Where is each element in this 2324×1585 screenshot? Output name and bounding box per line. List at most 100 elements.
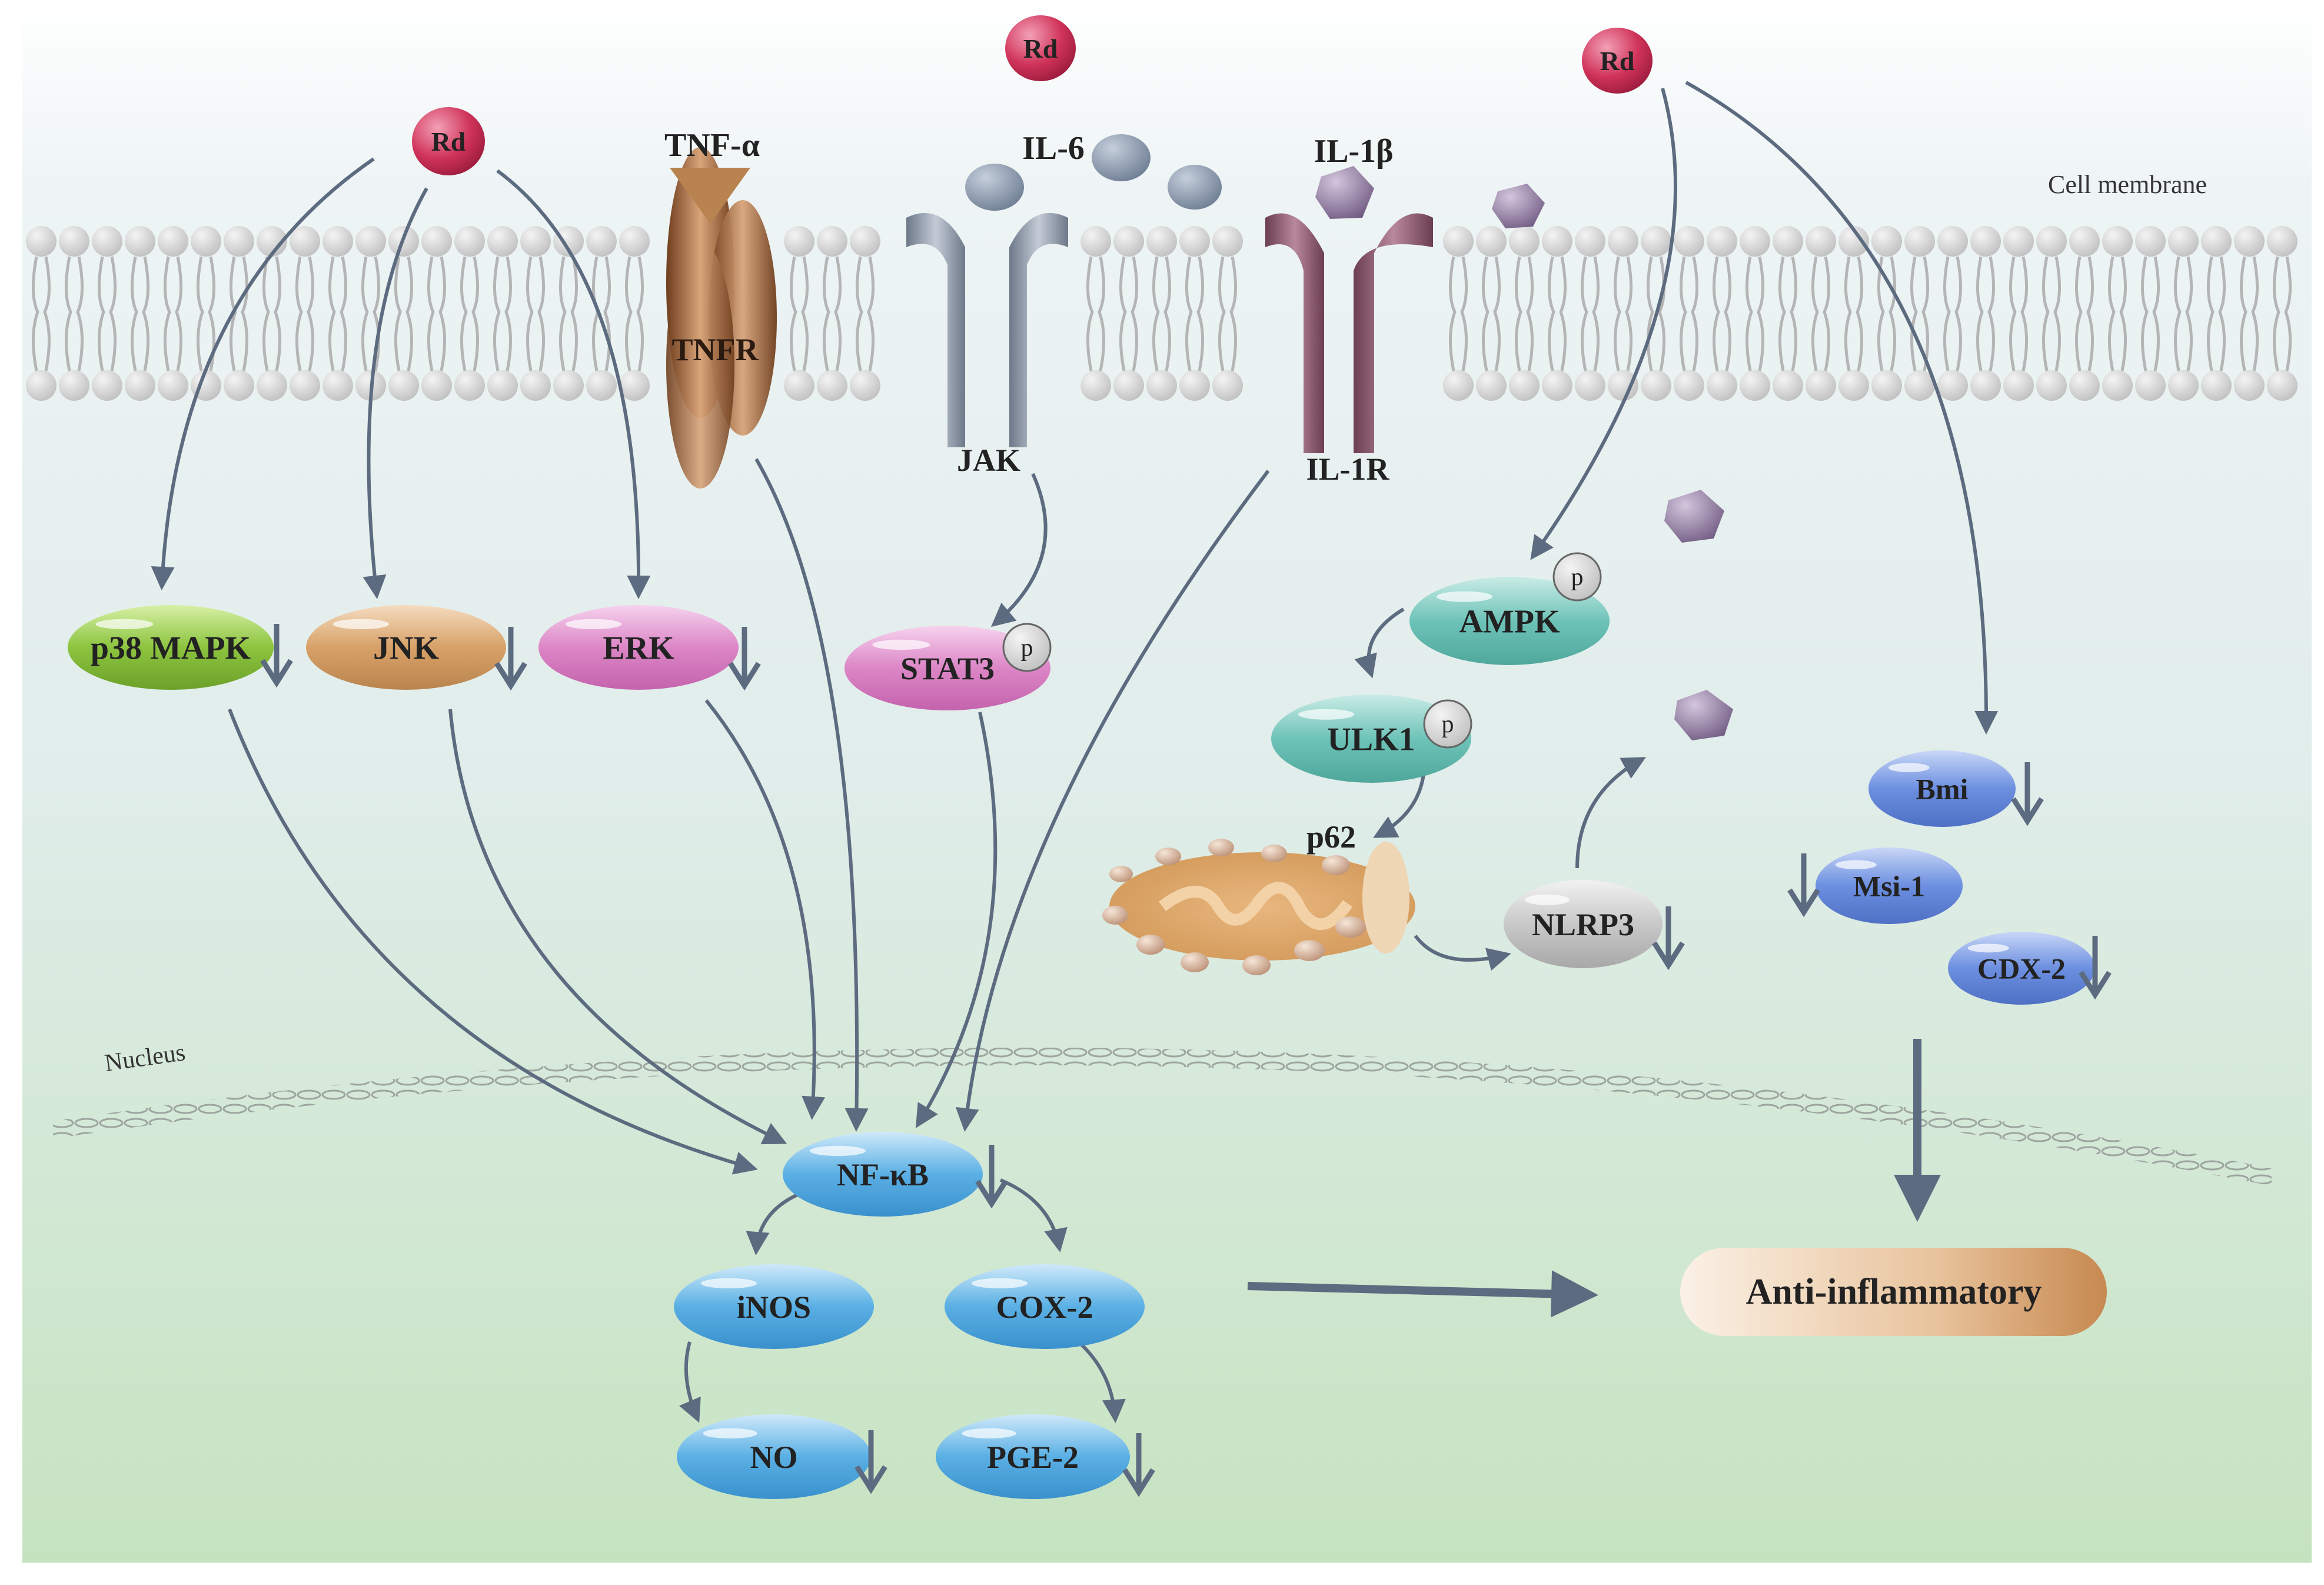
- ulk1-node: ULK1 p: [1271, 695, 1472, 783]
- arrow-jnk-nfkb: [448, 709, 787, 1145]
- il6-ligand: [1092, 134, 1151, 181]
- phospho-label: p: [1021, 634, 1033, 662]
- nlrp3-node: NLRP3: [1504, 880, 1685, 971]
- downregulation-arrow-icon: [728, 627, 761, 691]
- p62-label: p62: [1306, 819, 1356, 855]
- arrow-ampk-ulk1: [1354, 607, 1405, 679]
- nlrp3-label: NLRP3: [1532, 907, 1634, 942]
- downregulation-arrow-icon: [855, 1430, 887, 1494]
- cdx2-label: CDX-2: [1977, 952, 2066, 985]
- nfkb-label: NF-κB: [837, 1157, 929, 1192]
- tnf-alpha-ligand: [670, 168, 750, 224]
- arrow-jak-stat3: [990, 473, 1048, 627]
- downregulation-arrow-icon: [1122, 1433, 1155, 1497]
- no-label: NO: [750, 1440, 798, 1475]
- arrow-rd-bmi: [1685, 81, 1999, 735]
- jnk-label: JNK: [373, 630, 439, 667]
- tnfr-label: TNFR: [672, 332, 759, 367]
- mitochondrion-autophagy: [1102, 839, 1415, 975]
- arrow-stat3-nfkb: [915, 712, 998, 1128]
- msi1-node: Msi-1: [1787, 848, 1963, 924]
- jnk-node: JNK: [306, 605, 527, 691]
- erk-label: ERK: [603, 630, 674, 667]
- phospho-label: p: [1442, 711, 1454, 738]
- downregulation-arrow-icon: [1652, 906, 1685, 971]
- jak-label: JAK: [957, 443, 1020, 478]
- tnfr-receptor: [666, 147, 777, 489]
- il1b-ligand: [1492, 184, 1545, 228]
- il1b-top-label: IL-1β: [1314, 133, 1393, 170]
- arrow-nfkb-cox2: [999, 1178, 1068, 1252]
- ampk-label: AMPK: [1459, 604, 1560, 640]
- bmi-label: Bmi: [1916, 773, 1969, 806]
- inos-label: iNOS: [737, 1290, 811, 1325]
- downregulation-arrow-icon: [494, 627, 527, 691]
- erk-node: ERK: [538, 605, 761, 691]
- rd-1-label: Rd: [431, 127, 466, 157]
- stat3-label: STAT3: [900, 651, 995, 686]
- phospho-badge: p: [1552, 552, 1602, 602]
- p38-mapk-node: p38 MAPK: [68, 605, 293, 690]
- il1b-free-ligand: [1664, 490, 1724, 543]
- downregulation-arrow-icon: [2011, 762, 2044, 826]
- il6-receptor-jak: [906, 134, 1222, 447]
- il6-ligand: [965, 164, 1024, 211]
- inos-node: iNOS: [674, 1264, 874, 1349]
- rd-compound-1: Rd: [412, 107, 485, 175]
- il1r-receptor: [1265, 166, 1545, 453]
- arrow-tnfr-nfkb: [754, 458, 869, 1132]
- arrow-rd-jnk: [363, 187, 428, 599]
- arrow-ulk1-p62: [1372, 767, 1426, 838]
- arrow-nfkb-inos: [746, 1193, 799, 1255]
- il1r-label: IL-1R: [1306, 451, 1389, 487]
- msi1-label: Msi-1: [1853, 870, 1925, 903]
- cox2-label: COX-2: [996, 1290, 1093, 1325]
- no-node: NO: [677, 1414, 887, 1499]
- phospho-badge: p: [1423, 699, 1472, 749]
- phospho-badge: p: [1002, 623, 1052, 672]
- cox2-node: COX-2: [945, 1264, 1145, 1349]
- downregulation-arrow-icon: [2079, 936, 2112, 1000]
- phagophore: [1362, 842, 1409, 953]
- rd-3-label: Rd: [1600, 46, 1635, 76]
- phospho-label: p: [1571, 564, 1584, 591]
- anti-inflammatory-outcome: Anti-inflammatory: [1680, 1248, 2107, 1336]
- stat3-node: STAT3 p: [845, 623, 1052, 710]
- arrow-il1r-nfkb: [955, 470, 1270, 1132]
- cdx2-node: CDX-2: [1948, 932, 2112, 1005]
- arrow-nlrp3-il1b: [1575, 757, 1647, 869]
- arrow-mediators-anti-inflammatory: [1247, 1270, 1598, 1318]
- rd-compound-2: Rd: [1005, 15, 1076, 81]
- arrow-mito-nlrp3: [1414, 935, 1511, 971]
- il1b-released-ligand: [1674, 690, 1733, 740]
- arrow-erk-nfkb: [704, 699, 826, 1120]
- downregulation-arrow-icon: [975, 1145, 1008, 1209]
- ulk1-label: ULK1: [1327, 722, 1415, 758]
- rd-2-label: Rd: [1023, 34, 1058, 64]
- ampk-node: AMPK p: [1409, 552, 1610, 665]
- anti-inflammatory-label: Anti-inflammatory: [1746, 1272, 2042, 1312]
- cell-membrane-label: Cell membrane: [2048, 170, 2207, 199]
- il6-ligand: [1168, 165, 1222, 210]
- pathway-arrows: [151, 81, 1999, 1423]
- arrow-rd-erk: [496, 169, 651, 599]
- downregulation-arrow-icon: [1787, 853, 1820, 918]
- downregulation-arrow-icon: [260, 624, 293, 688]
- p38-mapk-label: p38 MAPK: [91, 630, 251, 667]
- pge2-node: PGE-2: [936, 1414, 1155, 1499]
- nfkb-node: NF-κB: [783, 1132, 1008, 1217]
- pge2-label: PGE-2: [987, 1440, 1079, 1475]
- tnf-alpha-label: TNF-α: [664, 127, 760, 164]
- arrow-cox2-pge2: [1080, 1343, 1126, 1423]
- arrow-inos-no: [679, 1341, 701, 1423]
- cell-membrane: [26, 226, 2298, 401]
- arrow-rd-p38: [151, 157, 375, 590]
- il1b-ligand: [1315, 166, 1374, 219]
- arrow-rd-ampk: [1530, 88, 1678, 560]
- il6-label: IL-6: [1022, 130, 1085, 167]
- arrow-p38-nfkb: [228, 708, 758, 1175]
- bmi-node: Bmi: [1868, 750, 2044, 827]
- rd-compound-3: Rd: [1582, 28, 1653, 94]
